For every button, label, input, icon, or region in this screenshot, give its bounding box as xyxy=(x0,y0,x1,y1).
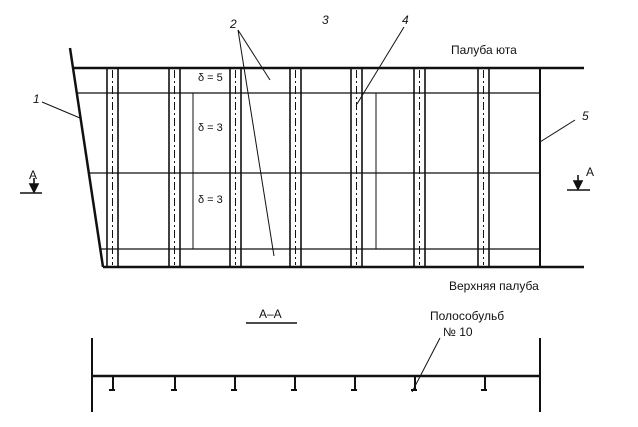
callout-3: 3 xyxy=(322,13,329,27)
stiffener xyxy=(477,68,490,267)
bulb-profile xyxy=(231,376,237,391)
upper-deck-label: Верхняя палуба xyxy=(449,279,539,293)
callout-2: 2 xyxy=(229,17,237,31)
stiffener xyxy=(413,68,426,267)
bulb-profiles xyxy=(109,376,487,391)
bulkhead-elevation xyxy=(20,26,590,393)
bulb-profile xyxy=(481,376,487,391)
section-view xyxy=(91,338,541,412)
section-title: А–А xyxy=(259,307,282,321)
stiffener xyxy=(229,68,242,267)
side-shell-line xyxy=(68,47,105,268)
stiffener xyxy=(168,68,181,267)
leader-profile xyxy=(411,337,441,393)
profile-label-line1: Полособульб xyxy=(430,309,504,323)
leader-lines xyxy=(41,26,576,393)
thickness-label-1: δ = 5 xyxy=(198,72,223,84)
bulb-profile xyxy=(411,376,417,391)
thickness-label-3: δ = 3 xyxy=(198,194,223,206)
leader-5 xyxy=(539,119,576,143)
stiffeners xyxy=(106,68,490,267)
stiffener xyxy=(350,68,363,267)
thickness-label-2: δ = 3 xyxy=(198,122,223,134)
leader-2b xyxy=(237,29,275,257)
section-arrow-left xyxy=(20,178,42,194)
callout-1: 1 xyxy=(33,92,40,106)
leader-4 xyxy=(356,26,405,105)
leader-1 xyxy=(41,101,81,119)
bulb-profile xyxy=(351,376,357,391)
section-mark-left: А xyxy=(29,168,37,182)
bulb-profile xyxy=(109,376,115,391)
stiffener xyxy=(106,68,119,267)
bulb-profile xyxy=(291,376,297,391)
leader-2a xyxy=(237,29,271,81)
section-arrow-right xyxy=(567,175,590,191)
poop-deck-label: Палуба юта xyxy=(451,43,517,57)
bulb-profile xyxy=(171,376,177,391)
section-mark-right: А xyxy=(586,165,594,179)
callout-4: 4 xyxy=(402,13,409,27)
stiffener xyxy=(289,68,302,267)
callout-5: 5 xyxy=(582,109,589,123)
profile-label-line2: № 10 xyxy=(443,325,473,339)
